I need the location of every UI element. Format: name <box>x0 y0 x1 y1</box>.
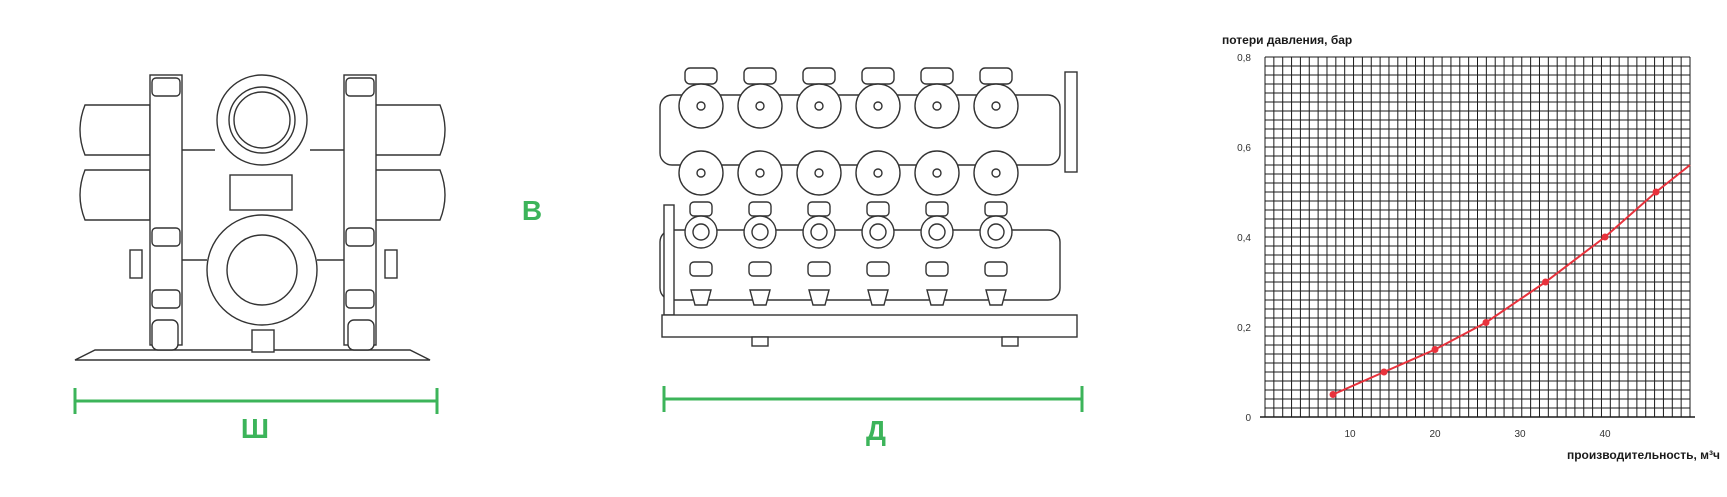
data-point <box>1542 278 1549 286</box>
y-tick-label: 0,2 <box>1237 323 1251 334</box>
filter-unit-column <box>737 67 783 306</box>
filter-unit-column <box>678 67 724 306</box>
x-tick-label: 30 <box>1514 429 1526 440</box>
data-point <box>1482 319 1490 326</box>
filter-left-bottom <box>79 169 151 221</box>
filter-right-top <box>374 104 446 156</box>
front-view-panel: Ш В <box>0 0 542 492</box>
drain-outlet <box>749 289 771 306</box>
base-plate <box>74 349 431 361</box>
base-foot-left <box>751 336 769 347</box>
side-valve-right <box>384 249 398 279</box>
top-valve <box>920 67 954 85</box>
x-tick-label: 10 <box>1344 429 1356 440</box>
base-frame <box>661 314 1078 338</box>
x-axis-title: производительность, м³ч <box>1567 448 1720 462</box>
side-valve-left <box>129 249 143 279</box>
chart-series <box>1329 164 1691 398</box>
x-tick-label: 40 <box>1599 429 1611 440</box>
drain-outlet <box>690 289 712 306</box>
bottom-flange-inner <box>226 234 298 306</box>
top-valve <box>743 67 777 85</box>
side-view-panel: Д <box>600 0 1120 492</box>
data-point <box>1431 346 1439 353</box>
inlet-flange <box>663 204 675 316</box>
side-view-drawing: Д <box>659 67 1084 446</box>
drain-outlet <box>985 289 1007 306</box>
data-point <box>1601 233 1609 241</box>
chart-svg: потери давления, бар производительность,… <box>1222 33 1720 462</box>
front-view-drawing: Ш <box>73 74 520 444</box>
support-leg <box>251 329 275 353</box>
height-label: В <box>522 195 542 226</box>
filter-unit-column <box>796 67 842 306</box>
outlet-flange <box>1064 71 1078 173</box>
data-point <box>1380 368 1388 376</box>
chart-ticks: 0 0,2 0,4 0,6 0,8 10 20 30 40 <box>1237 53 1611 440</box>
x-tick-label: 20 <box>1429 429 1441 440</box>
base-foot-right <box>1001 336 1019 347</box>
y-axis-title: потери давления, бар <box>1222 33 1352 47</box>
data-point <box>1329 391 1337 398</box>
y-tick-label: 0,4 <box>1237 233 1251 244</box>
chart-grid <box>1260 56 1695 418</box>
width-label: Ш <box>241 413 269 444</box>
height-label-layer: В <box>522 195 542 226</box>
top-valve <box>802 67 836 85</box>
top-valve <box>684 67 718 85</box>
top-valve <box>861 67 895 85</box>
pressure-loss-chart: потери давления, бар производительность,… <box>1160 0 1727 492</box>
manifold-connector <box>229 174 293 211</box>
filter-unit-column <box>855 67 901 306</box>
filter-unit-column <box>914 67 960 306</box>
length-label: Д <box>866 415 886 446</box>
y-tick-label: 0 <box>1245 413 1251 424</box>
y-tick-label: 0,6 <box>1237 143 1251 154</box>
drain-outlet <box>867 289 889 306</box>
top-flange-inner <box>228 86 296 154</box>
pressure-loss-line <box>1332 164 1691 396</box>
top-valve <box>979 67 1013 85</box>
filter-right-bottom <box>374 169 446 221</box>
drain-outlet <box>808 289 830 306</box>
data-point <box>1652 188 1660 196</box>
filter-left-top <box>79 104 151 156</box>
drain-outlet <box>926 289 948 306</box>
y-tick-label: 0,8 <box>1237 53 1251 64</box>
filter-unit-column <box>973 67 1019 306</box>
